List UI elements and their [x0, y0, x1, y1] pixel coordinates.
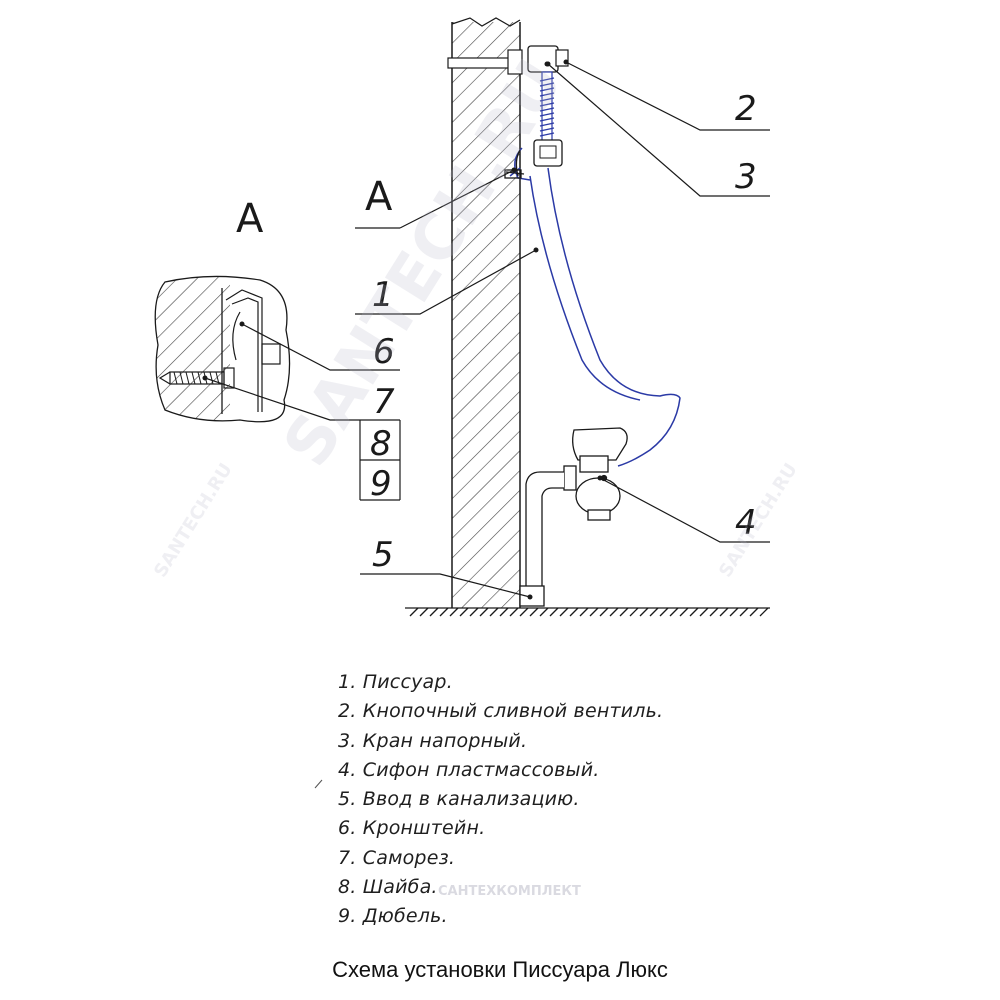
callout-2: 2 [735, 89, 757, 129]
legend-item: 1. Писсуар. [338, 671, 453, 693]
callout-6: 6 [373, 332, 395, 372]
legend-item: 6. Кронштейн. [338, 817, 486, 840]
legend-item: 5. Ввод в канализацию. [338, 788, 580, 811]
callout-dots [202, 59, 603, 600]
legend-item: 7. Саморез. [338, 846, 456, 869]
callout-7: 7 [373, 382, 395, 422]
legend-item: 9. Дюбель. [338, 905, 448, 928]
legend-item: 3. Кран напорный. [338, 729, 528, 752]
section-label-detail: А [236, 196, 264, 242]
section-label-main: А [365, 174, 393, 220]
callout-9: 9 [370, 464, 392, 504]
callout-3: 3 [735, 157, 757, 197]
floor [405, 607, 770, 617]
callout-5: 5 [372, 535, 394, 575]
supply-pipe [447, 49, 523, 75]
callout-4: 4 [735, 503, 757, 543]
pressure-tap [533, 71, 563, 167]
callout-leaders [204, 61, 770, 598]
callout-8: 8 [370, 424, 392, 464]
legend-list: 1. Писсуар. 2. Кнопочный сливной вентиль… [338, 668, 663, 932]
watermark-company: САНТЕХКОМПЛЕКТ [438, 884, 581, 899]
callout-1: 1 [372, 275, 394, 315]
diagram-caption: Схема установки Писсуара Люкс [332, 957, 668, 982]
legend-item: 8. Шайба. [338, 876, 438, 899]
legend-item: 2. Кнопочный сливной вентиль. [338, 700, 664, 723]
legend-item: 4. Сифон пластмассовый. [338, 758, 600, 781]
detail-view [154, 275, 291, 423]
wall [451, 17, 521, 608]
siphon [519, 427, 628, 607]
urinal-bowl [509, 147, 681, 467]
